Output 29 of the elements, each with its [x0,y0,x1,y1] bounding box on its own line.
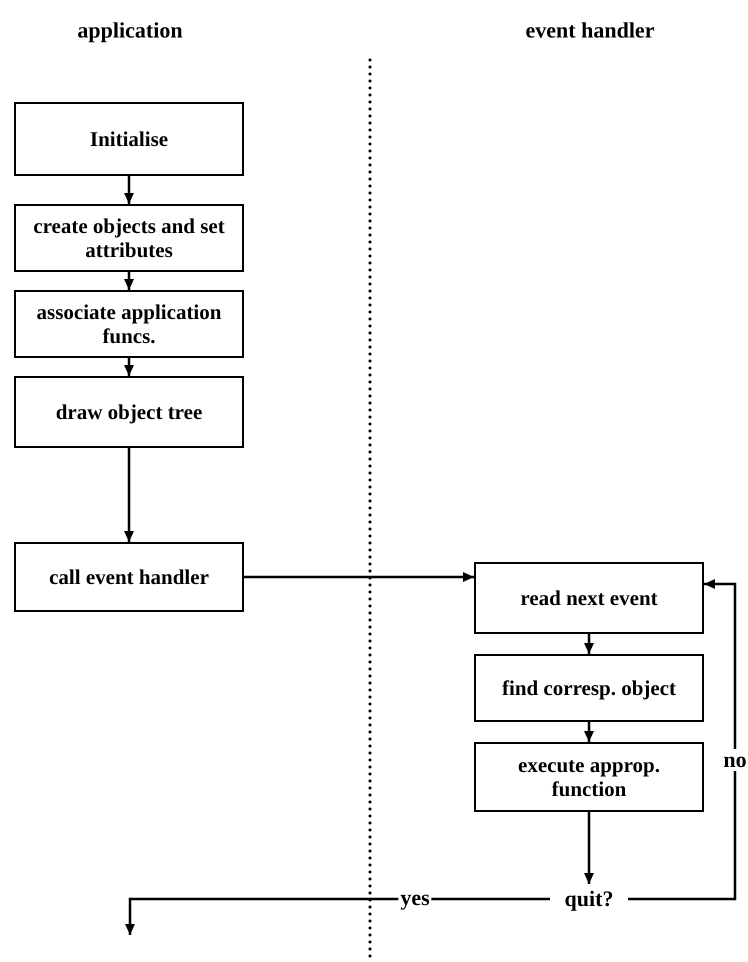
box-text: read next event [520,586,658,610]
edge-label: no [721,749,748,771]
box-text: execute approp. function [517,752,661,802]
arrow [584,812,594,884]
process-box [474,562,704,634]
process-box [474,654,704,722]
process-box [14,542,244,612]
arrow [124,448,134,542]
arrow [125,898,550,935]
process-box [14,102,244,176]
process-box [14,290,244,358]
box-text: find corresp. object [502,676,676,700]
process-box [14,376,244,448]
arrow [124,176,134,204]
arrow [584,722,594,742]
arrow [124,358,134,376]
box-text: call event handler [49,564,209,590]
box-text: associate application funcs. [36,300,222,348]
arrow [584,634,594,654]
column-heading: event handler [526,16,654,44]
arrow [124,272,134,290]
process-box [474,742,704,812]
arrow [628,579,736,900]
box-text: draw object tree [56,400,202,424]
box-text: create objects and set attributes [32,214,226,262]
process-box [14,204,244,272]
box-text: Initialise [90,126,168,152]
arrow [244,572,474,582]
column-heading: application [77,16,183,44]
